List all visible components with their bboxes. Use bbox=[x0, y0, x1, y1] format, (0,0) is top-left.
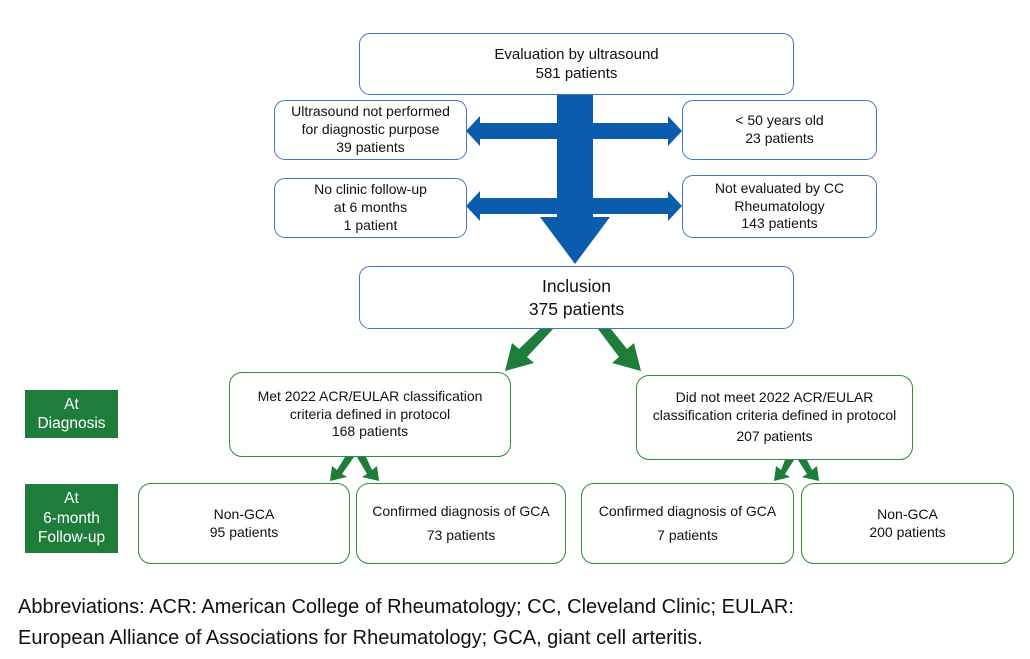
outcome-title: Confirmed diagnosis of GCA bbox=[598, 502, 777, 519]
exclusion-arrow-top bbox=[466, 116, 682, 146]
not-met-criteria-line: classification criteria defined in proto… bbox=[652, 406, 897, 423]
met-to-non-gca-arrow bbox=[330, 457, 354, 481]
stage-label-line: Diagnosis bbox=[37, 415, 106, 432]
met-criteria-line: criteria defined in protocol bbox=[289, 405, 451, 422]
exclusion-line: Rheumatology bbox=[734, 197, 825, 214]
stage-label-line: At bbox=[64, 490, 79, 508]
inclusion-to-not-met-arrow bbox=[598, 329, 641, 371]
not-met-criteria-line: Did not meet 2022 ACR/EULAR bbox=[675, 388, 874, 405]
outcome-count: 95 patients bbox=[209, 523, 279, 540]
abbreviations-footnote: Abbreviations: ACR: American College of … bbox=[18, 592, 1028, 654]
exclusion-count: 143 patients bbox=[741, 215, 818, 232]
not-met-to-non-gca-arrow bbox=[798, 460, 819, 481]
exclusion-arrow-bottom bbox=[466, 191, 682, 221]
evaluation-title: Evaluation by ultrasound bbox=[494, 45, 659, 63]
exclusion-line: at 6 months bbox=[333, 199, 408, 216]
stage-label-line: Follow-up bbox=[37, 529, 106, 547]
evaluation-box: Evaluation by ultrasound 581 patients bbox=[359, 33, 794, 95]
not-met-non-gca-box: Non-GCA 200 patients bbox=[801, 483, 1014, 564]
met-gca-box: Confirmed diagnosis of GCA 73 patients bbox=[356, 483, 566, 564]
met-criteria-box: Met 2022 ACR/EULAR classification criter… bbox=[229, 372, 511, 457]
exclusion-box-not-evaluated: Not evaluated by CC Rheumatology 143 pat… bbox=[682, 175, 877, 238]
not-met-criteria-count: 207 patients bbox=[736, 428, 813, 445]
outcome-title: Confirmed diagnosis of GCA bbox=[372, 502, 550, 519]
stage-label-followup: At 6-month Follow-up bbox=[25, 484, 118, 553]
exclusion-box-age: < 50 years old 23 patients bbox=[682, 100, 877, 160]
outcome-count: 7 patients bbox=[657, 526, 718, 543]
inclusion-box: Inclusion 375 patients bbox=[359, 266, 794, 329]
met-criteria-line: Met 2022 ACR/EULAR classification bbox=[257, 387, 483, 404]
not-met-to-gca-arrow bbox=[774, 460, 794, 481]
inclusion-to-met-arrow bbox=[505, 329, 553, 371]
evaluation-count: 581 patients bbox=[535, 65, 618, 82]
exclusion-line: No clinic follow-up bbox=[314, 181, 427, 198]
main-down-arrow bbox=[540, 94, 610, 264]
exclusion-count: 23 patients bbox=[745, 130, 814, 146]
met-criteria-count: 168 patients bbox=[331, 423, 409, 440]
not-met-gca-box: Confirmed diagnosis of GCA 7 patients bbox=[581, 483, 794, 564]
exclusion-line: Ultrasound not performed bbox=[291, 103, 450, 120]
exclusion-line: for diagnostic purpose bbox=[301, 121, 440, 138]
stage-label-line: At bbox=[64, 395, 79, 413]
stage-label-diagnosis: At Diagnosis bbox=[25, 390, 118, 438]
met-to-gca-arrow bbox=[357, 457, 379, 481]
exclusion-count: 1 patient bbox=[343, 216, 398, 233]
exclusion-line: < 50 years old bbox=[735, 112, 824, 129]
stage-label-line: 6-month bbox=[43, 509, 100, 527]
outcome-count: 200 patients bbox=[869, 523, 946, 540]
inclusion-title: Inclusion bbox=[541, 276, 612, 297]
exclusion-count: 39 patients bbox=[336, 138, 405, 155]
exclusion-box-diagnostic-purpose: Ultrasound not performed for diagnostic … bbox=[274, 100, 467, 160]
outcome-title: Non-GCA bbox=[213, 505, 275, 522]
inclusion-count: 375 patients bbox=[528, 298, 625, 319]
footnote-line: European Alliance of Associations for Rh… bbox=[18, 627, 703, 649]
not-met-criteria-box: Did not meet 2022 ACR/EULAR classificati… bbox=[636, 375, 913, 460]
outcome-count: 73 patients bbox=[426, 526, 496, 543]
exclusion-line: Not evaluated by CC bbox=[714, 179, 845, 196]
exclusion-box-no-followup: No clinic follow-up at 6 months 1 patien… bbox=[274, 178, 467, 238]
outcome-title: Non-GCA bbox=[877, 505, 938, 522]
footnote-line: Abbreviations: ACR: American College of … bbox=[18, 596, 794, 618]
met-non-gca-box: Non-GCA 95 patients bbox=[138, 483, 350, 564]
